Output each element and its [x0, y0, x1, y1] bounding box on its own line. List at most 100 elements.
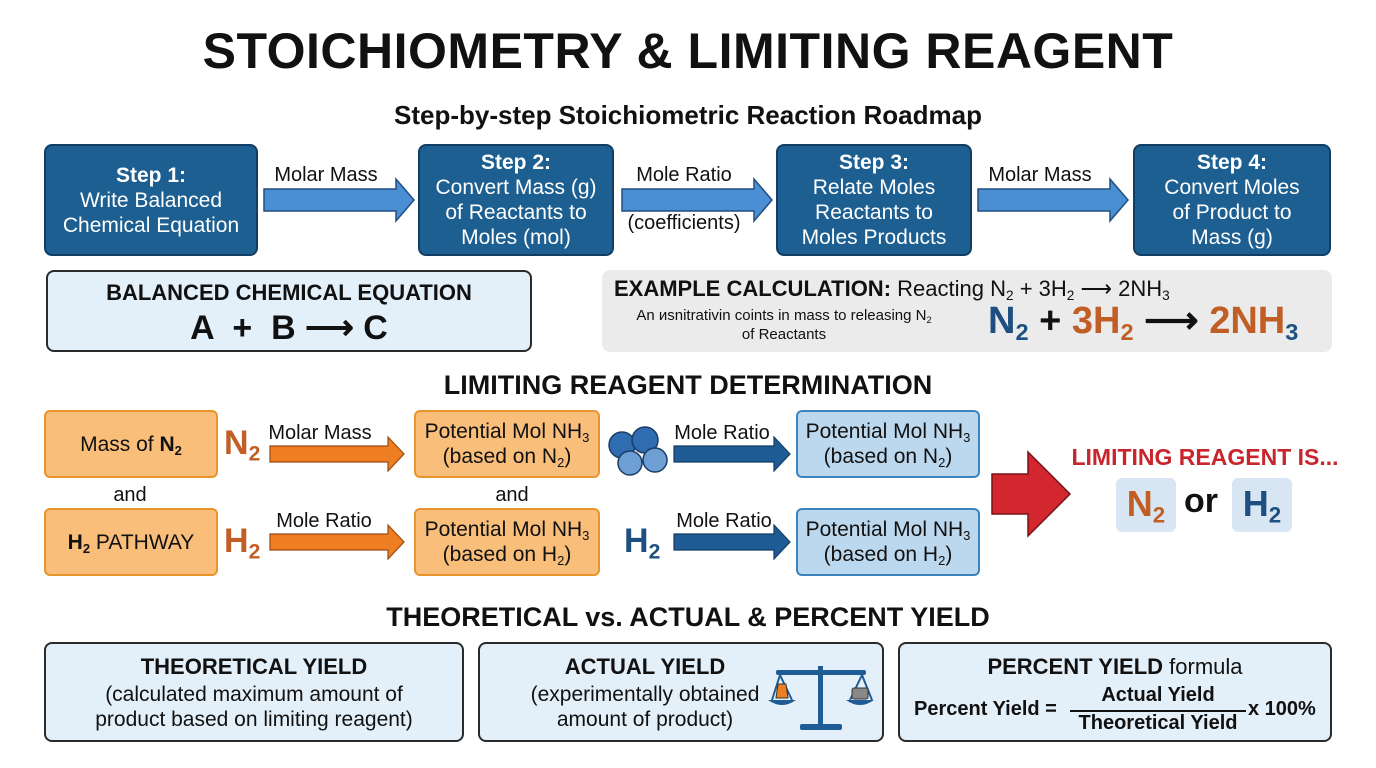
example-sub: 2	[1066, 288, 1075, 304]
page-title: STOICHIOMETRY & LIMITING REAGENT	[202, 23, 1174, 79]
potential-sub: 3	[963, 429, 971, 445]
theoretical-yield-box: THEORETICAL YIELD (calculated maximum am…	[44, 642, 464, 742]
result-sub: 2	[1152, 502, 1166, 528]
example-note: An ᴎsnitrativin coints in mass to releas…	[614, 306, 954, 344]
limiting-reagent-heading: LIMITING REAGENT DETERMINATION	[443, 370, 933, 400]
h2-pathway-box: H2 PATHWAY	[44, 508, 218, 576]
example-reaction-nh: 2NH	[1118, 276, 1163, 301]
result-n2-badge: N2	[1116, 478, 1176, 532]
example-reaction: Reacting N2 + 3H2 ⟶ 2NH3	[897, 276, 1170, 304]
theoretical-line2: product based on limiting reagent)	[95, 708, 413, 731]
result-n2: N2	[1116, 478, 1176, 530]
step-arrow-3-label: Molar Mass	[988, 164, 1092, 186]
roadmap-subtitle: Step-by-step Stoichiometric Reaction Roa…	[394, 100, 982, 130]
mass-n-elem: N	[159, 432, 175, 456]
actual-line1: (experimentally obtained	[530, 683, 760, 706]
based-sub: 2	[938, 454, 946, 470]
step-3-heading: Step 3:	[838, 151, 909, 174]
potential-text: Potential Mol NH	[424, 420, 583, 443]
big-sub: 3	[1285, 319, 1299, 346]
yield-heading: THEORETICAL vs. ACTUAL & PERCENT YIELD	[386, 602, 990, 632]
potential-n2-blue-line1: Potential Mol NH3	[806, 419, 971, 444]
step-4-line1: Convert Moles	[1164, 176, 1300, 199]
result-or: or	[1184, 482, 1218, 520]
potential-h2-blue-line2: (based on H2)	[823, 543, 953, 568]
potential-n2-line2: (based on N2)	[442, 445, 572, 470]
example-heading-line: EXAMPLE CALCULATION: Reacting N2 + 3H2 ⟶…	[614, 276, 1170, 302]
h2-arrow1-label: Mole Ratio	[276, 510, 372, 532]
h2-arrow2-label: Mole Ratio	[676, 510, 772, 532]
big-red-arrow-icon	[991, 450, 1072, 538]
step-4-heading: Step 4:	[1196, 151, 1267, 174]
theoretical-line1: (calculated maximum amount of	[105, 683, 403, 706]
and-label-left: and	[113, 484, 147, 506]
big-3h: 3H	[1071, 300, 1121, 342]
potential-h2-line2: (based on H2)	[442, 543, 572, 568]
big-2nh: 2NH	[1209, 300, 1286, 342]
h2-symbol-h: H	[224, 522, 249, 560]
step-2-heading: Step 2:	[480, 151, 551, 174]
potential-h2-blue-line1: Potential Mol NH3	[806, 517, 971, 542]
potential-h2-orange-box: Potential Mol NH3 (based on H2)	[414, 508, 600, 576]
n2-symbol-n: N	[224, 424, 249, 462]
example-calculation-box: EXAMPLE CALCULATION: Reacting N2 + 3H2 ⟶…	[602, 270, 1332, 352]
actual-line2: amount of product)	[556, 708, 734, 731]
step-4-line3: Mass (g)	[1191, 226, 1273, 249]
based-sub: 2	[557, 552, 565, 568]
based-sub: 2	[938, 552, 946, 568]
example-note-text: An ᴎsnitrativin coints in mass to releas…	[636, 307, 927, 324]
big-3h2: 3H2	[1071, 300, 1134, 346]
h2-symbol: H2	[224, 522, 261, 564]
balanced-reactants: A + B	[190, 309, 296, 347]
actual-desc: (experimentally obtained amount of produ…	[480, 682, 810, 732]
pathway-text: PATHWAY	[90, 530, 195, 554]
molecule-icon	[608, 426, 668, 476]
h2-symbol-blue: H2	[624, 522, 661, 564]
potential-n2-blue-line2: (based on N2)	[823, 445, 953, 470]
percent-heading-line: PERCENT YIELD formula	[900, 654, 1330, 680]
result-h2-badge: H2	[1232, 478, 1292, 532]
potential-sub: 3	[582, 527, 590, 543]
potential-n2-blue-box: Potential Mol NH3 (based on N2)	[796, 410, 980, 478]
example-sub: 2	[1006, 288, 1014, 304]
theoretical-heading: THEORETICAL YIELD	[140, 654, 368, 679]
mass-n-sub: 2	[174, 442, 182, 458]
balanced-product: C	[363, 309, 388, 347]
step-3-box: Step 3: Relate Moles Reactants to Moles …	[776, 144, 972, 256]
n2-symbol: N2	[224, 424, 260, 464]
potential-text: Potential Mol NH	[424, 518, 583, 541]
step-2-box: Step 2: Convert Mass (g) of Reactants to…	[418, 144, 614, 256]
balanced-equation-box: BALANCED CHEMICAL EQUATION A + B ⟶ C	[46, 270, 532, 352]
actual-heading: ACTUAL YIELD	[564, 654, 726, 679]
h2-symbol-sub: 2	[248, 540, 261, 564]
h2-blue-sub: 2	[648, 540, 661, 564]
step-1-box: Step 1: Write Balanced Chemical Equation	[44, 144, 258, 256]
big-n: N	[988, 300, 1016, 342]
result-sub: 2	[1268, 502, 1282, 528]
result-h: H	[1242, 483, 1269, 524]
based-text: (based on H	[442, 543, 558, 566]
limiting-result-heading: LIMITING REAGENT IS...	[1071, 444, 1339, 470]
step-1-heading: Step 1:	[115, 163, 186, 187]
percent-lhs: Percent Yield =	[914, 698, 1057, 720]
step-2-line1: Convert Mass (g)	[435, 176, 597, 199]
step-4-box: Step 4: Convert Moles of Product to Mass…	[1133, 144, 1331, 256]
balanced-equation-heading: BALANCED CHEMICAL EQUATION	[106, 280, 472, 305]
big-sub: 2	[1120, 319, 1134, 346]
step-3-line2: Reactants to	[815, 201, 933, 224]
example-sub: 2	[926, 314, 932, 325]
example-heading: EXAMPLE CALCULATION:	[614, 276, 892, 301]
step-4-line2: of Product to	[1172, 201, 1292, 224]
h2-pathway-elem: H	[67, 530, 83, 554]
mass-of-text: Mass of	[80, 432, 160, 456]
actual-yield-box: ACTUAL YIELD (experimentally obtained am…	[478, 642, 884, 742]
step-arrow-1-label: Molar Mass	[274, 164, 378, 186]
potential-h2-blue-box: Potential Mol NH3 (based on H2)	[796, 508, 980, 576]
example-arrow-icon: ⟶	[1074, 276, 1119, 301]
step-2-line2: of Reactants to	[445, 201, 587, 224]
h2-pathway-sub: 2	[82, 540, 91, 556]
balance-scale-icon	[768, 666, 874, 730]
fraction-bar	[1070, 710, 1246, 712]
theoretical-desc: (calculated maximum amount of product ba…	[46, 682, 462, 732]
big-2nh3: 2NH3	[1209, 300, 1299, 346]
